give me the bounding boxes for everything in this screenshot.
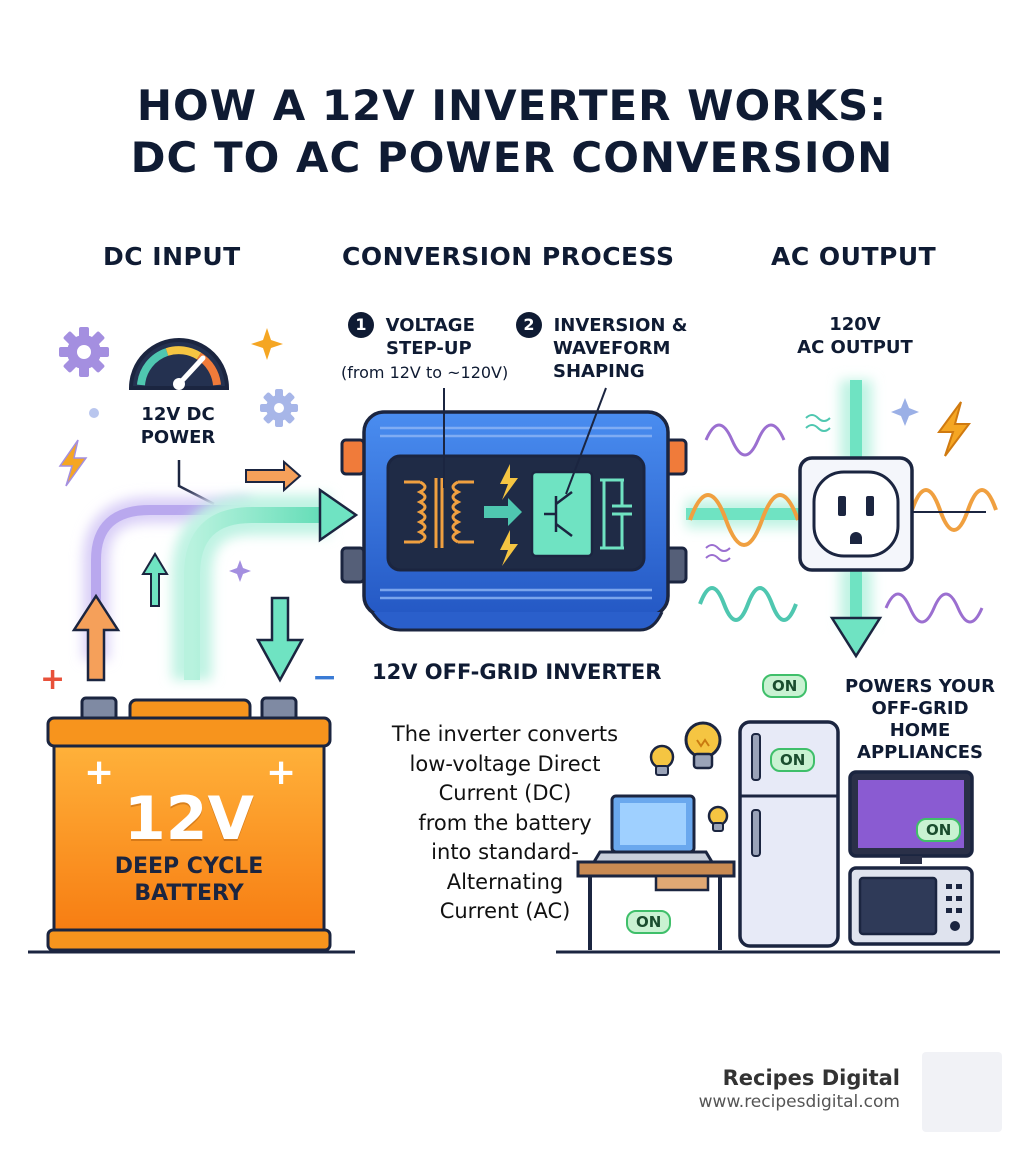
- gauge-icon: [128, 338, 230, 390]
- outlet-icon: [798, 456, 914, 572]
- step-1-note: (from 12V to ~120V): [341, 363, 509, 382]
- description-line: from the battery: [418, 810, 592, 835]
- arrow-up-icon: [141, 552, 169, 607]
- on-badge-tv: ON: [916, 818, 962, 842]
- microwave-icon: [848, 866, 974, 946]
- description-line: The inverter converts: [391, 722, 619, 746]
- arrow-up-icon: [71, 593, 121, 682]
- battery-line-1: DEEP CYCLE: [114, 854, 264, 879]
- leader-line: [565, 387, 607, 495]
- sparkle-icon: [891, 398, 919, 426]
- gear-icon: [59, 327, 109, 377]
- brand-logo: [922, 1052, 1002, 1132]
- section-ac-output: AC OUTPUT: [771, 242, 937, 271]
- ac-output-label: 120V AC OUTPUT: [780, 313, 930, 359]
- title-line-2: DC TO AC POWER CONVERSION: [130, 133, 894, 182]
- dc-flow-pipes: [83, 487, 359, 680]
- transformer-icon: [404, 478, 474, 548]
- dc-power-line-2: POWER: [140, 427, 216, 448]
- battery-minus-sign: −: [312, 660, 338, 695]
- step-1-number-badge: 1: [348, 312, 374, 338]
- arrow-right-icon: [245, 459, 302, 493]
- battery-illustration: [46, 696, 332, 952]
- description-line: Current (DC): [438, 781, 572, 805]
- step-2-line-1: INVERSION &: [553, 314, 688, 336]
- laptop-icon: [591, 794, 715, 864]
- ac-waves: [688, 414, 998, 624]
- dc-power-label: 12V DC POWER: [128, 403, 228, 449]
- dc-power-line-1: 12V DC: [141, 404, 215, 425]
- page-title: HOW A 12V INVERTER WORKS: DC TO AC POWER…: [0, 80, 1024, 184]
- section-conversion-process: CONVERSION PROCESS: [342, 242, 675, 271]
- gear-icon: [260, 389, 298, 427]
- on-badge-fridge: ON: [770, 748, 816, 772]
- ac-output-line-2: AC OUTPUT: [797, 337, 913, 358]
- step-1: 1 VOLTAGE: [348, 312, 475, 338]
- arrow-down-icon: [829, 616, 883, 659]
- description-line: Current (AC): [439, 899, 571, 923]
- on-badge-top: ON: [762, 674, 808, 698]
- step-1-line-2: STEP-UP: [386, 338, 472, 359]
- battery-plus-left: +: [84, 752, 115, 793]
- appliances-line-3: HOME: [889, 720, 951, 741]
- transistor-icon: [530, 470, 594, 558]
- description-line: into standard-: [431, 840, 579, 864]
- appliances-line-1: POWERS YOUR: [845, 676, 995, 697]
- brand-url[interactable]: www.recipesdigital.com: [698, 1092, 900, 1112]
- lightning-icon: [58, 439, 88, 487]
- battery-type-label: DEEP CYCLE BATTERY: [54, 853, 324, 907]
- step-1-line-1: VOLTAGE: [385, 314, 475, 336]
- fridge-icon: [738, 720, 840, 948]
- battery-plus-right: +: [266, 752, 297, 793]
- ac-output-line-1: 120V: [829, 314, 881, 335]
- inverter-label: 12V OFF-GRID INVERTER: [372, 660, 662, 684]
- description-line: Alternating: [446, 869, 564, 894]
- ac-flow: [686, 380, 883, 659]
- arrow-right-icon: [484, 498, 522, 526]
- appliances-line-4: APPLIANCES: [857, 742, 983, 763]
- description-line: low-voltage Direct: [409, 751, 601, 776]
- title-line-1: HOW A 12V INVERTER WORKS:: [136, 81, 888, 130]
- battery-line-2: BATTERY: [134, 881, 244, 906]
- lightning-icon: [500, 530, 518, 566]
- sparkle-icon: [229, 560, 251, 582]
- sparkle-icon: [251, 328, 283, 360]
- brand-name: Recipes Digital: [722, 1066, 900, 1090]
- step-2-number-badge: 2: [516, 312, 542, 338]
- lightbulb-icon: [649, 744, 675, 776]
- lightbulb-icon: [684, 721, 722, 770]
- on-badge-desk: ON: [626, 910, 672, 934]
- battery-voltage: 12V: [124, 784, 254, 854]
- step-2-line-3: SHAPING: [553, 361, 645, 382]
- lightbulb-icon: [707, 805, 729, 832]
- section-dc-input: DC INPUT: [103, 242, 241, 271]
- description-paragraph: The inverter converts low-voltage Direct…: [360, 720, 650, 927]
- inverter-illustration: [340, 410, 688, 632]
- battery-plus-sign: +: [40, 662, 66, 697]
- lightning-icon: [937, 401, 971, 457]
- desk-illustration: [576, 860, 736, 950]
- step-2: 2 INVERSION &: [516, 312, 687, 338]
- appliances-line-2: OFF-GRID: [871, 698, 969, 719]
- lightning-icon: [500, 464, 518, 500]
- arrow-down-icon: [255, 596, 305, 683]
- step-2-line-2: WAVEFORM: [553, 338, 671, 359]
- appliances-label: POWERS YOUR OFF-GRID HOME APPLIANCES: [830, 676, 1010, 764]
